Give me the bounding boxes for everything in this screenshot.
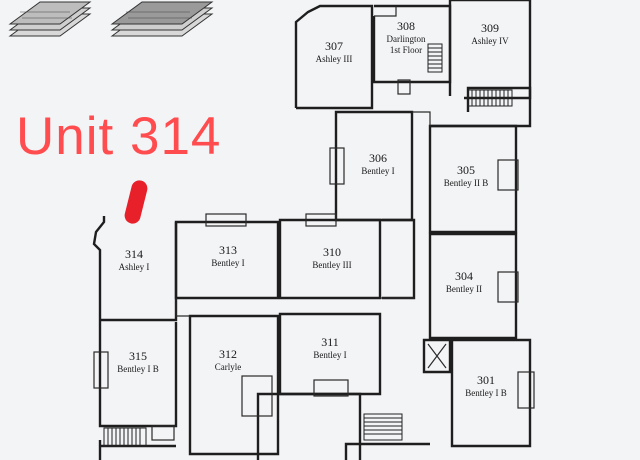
unit-309-name: Ashley IV <box>471 36 509 46</box>
stair-308 <box>427 43 443 73</box>
stair-lower <box>363 413 403 441</box>
notch-308 <box>397 79 411 95</box>
corridor-joint-2 <box>175 298 190 317</box>
room-308-niche <box>374 6 397 17</box>
room-304-outline <box>428 232 518 340</box>
unit-312-number: 312 <box>219 347 237 361</box>
unit-315-name: Bentley I B <box>117 364 159 374</box>
unit-311-name: Bentley I <box>313 350 346 360</box>
notch-312 <box>241 375 273 417</box>
room-312-outline <box>188 314 280 456</box>
unit-304-number: 304 <box>455 269 473 283</box>
unit-306-name: Bentley I <box>361 166 394 176</box>
unit-301-number: 301 <box>477 373 495 387</box>
room-311-outline <box>278 312 382 396</box>
room-301-outline <box>450 338 532 448</box>
unit-309-number: 309 <box>481 21 499 35</box>
unit-307-number: 307 <box>325 39 343 53</box>
unit-310-name: Bentley III <box>312 260 351 270</box>
stair-315 <box>103 427 147 447</box>
unit-314-marker <box>124 180 148 224</box>
elevator-cross <box>427 343 447 369</box>
notch-310 <box>305 213 337 227</box>
notch-305 <box>497 159 519 191</box>
unit-301-name: Bentley I B <box>465 388 507 398</box>
unit-308-name: Darlington <box>387 34 426 44</box>
unit-callout-label: Unit 314 <box>16 107 222 166</box>
unit-305-name: Bentley II B <box>444 178 489 188</box>
room-lower-center <box>256 392 362 460</box>
corridor-joint-1 <box>412 111 431 126</box>
unit-307-name: Ashley III <box>316 54 353 64</box>
room-314-outline <box>92 216 106 320</box>
notch-306 <box>329 147 345 185</box>
unit-313-number: 313 <box>219 243 237 257</box>
unit-308-number: 308 <box>397 19 415 33</box>
notch-lower-left <box>151 425 175 441</box>
stairs <box>103 43 513 447</box>
unit-305-number: 305 <box>457 163 475 177</box>
unit-313-name: Bentley I <box>211 258 244 268</box>
unit-311-number: 311 <box>321 335 339 349</box>
notch-311 <box>313 379 349 397</box>
unit-310-number: 310 <box>323 245 341 259</box>
unit-304-name: Bentley II <box>446 284 482 294</box>
room-307-outline <box>294 4 374 110</box>
notch-301 <box>517 371 535 409</box>
room-313-outline <box>174 220 280 300</box>
unit-306-number: 306 <box>369 151 387 165</box>
walls <box>92 0 532 460</box>
unit-314-number: 314 <box>125 247 143 261</box>
unit-312-name: Carlyle <box>215 362 242 372</box>
elevator <box>422 338 452 374</box>
unit-315-number: 315 <box>129 349 147 363</box>
unit-labels: 307 Ashley III 308 Darlington 1st Floor … <box>117 19 509 398</box>
room-lower-right <box>344 442 430 460</box>
key-plan <box>8 1 214 37</box>
notch-315 <box>93 351 109 389</box>
door-notches <box>93 79 535 441</box>
notch-313 <box>205 213 247 227</box>
notch-304 <box>497 271 519 303</box>
unit-308-name-line2: 1st Floor <box>390 45 422 55</box>
unit-314-name: Ashley I <box>119 262 150 272</box>
stair-309 <box>467 89 513 107</box>
room-305-outline <box>428 124 518 234</box>
room-315-outline <box>98 320 178 428</box>
